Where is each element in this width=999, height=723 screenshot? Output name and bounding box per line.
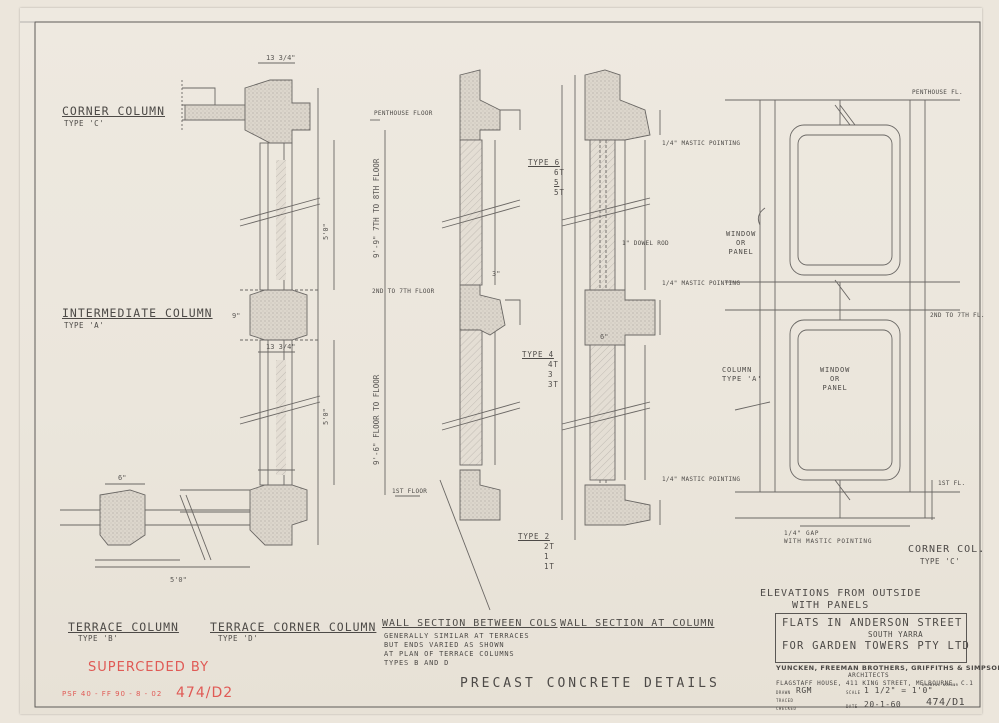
intermediate-column-type: TYPE 'A' [64,321,105,330]
window-or-panel-lower: WINDOW OR PANEL [820,366,851,392]
terrace-column-title: TERRACE COLUMN [68,620,179,634]
penthouse-floor-label: PENTHOUSE FLOOR [374,110,433,117]
architects-name: YUNCKEN, FREEMAN BROTHERS, GRIFFITHS & S… [776,664,999,672]
wall-section-between-title: WALL SECTION BETWEEN COLS [382,618,558,629]
floor-height-upper: 9'-9" 7TH TO 8TH FLOOR [372,158,381,258]
sheet-border [34,21,981,708]
corner-col-type-note: TYPE 'C' [920,557,961,566]
title-line-1: FLATS IN ANDERSON STREET [782,617,963,629]
drawing-number: 474/D1 [926,697,966,708]
checked-label: CHECKED [776,706,797,711]
drawing-number-label: DRAWING NUMBER [922,683,959,687]
second-to-7th-floor-label: 2ND TO 7TH FLOOR [372,288,435,295]
types-middle: TYPE 4 4T 3 3T [522,350,559,389]
drawn-value: RGM [796,686,812,695]
sheet-title: PRECAST CONCRETE DETAILS [460,676,720,691]
first-floor-label: 1ST FLOOR [392,488,428,495]
scale-label: SCALE [846,690,861,695]
gap-mastic-note: 1/4" GAP WITH MASTIC POINTING [784,530,873,545]
penthouse-fl-label: PENTHOUSE FL. [912,89,963,96]
wall-section-at-column-title: WALL SECTION AT COLUMN [560,618,715,629]
handwritten-reference: PSF 40 - FF 90 - 8 - 02 [62,690,163,698]
corner-column-title: CORNER COLUMN [62,104,166,118]
first-fl-label: 1ST FL. [938,480,966,487]
traced-label: TRACED [776,698,794,703]
tracing-paper [20,8,982,714]
scale-value: 1 1/2" = 1'0" [864,686,934,695]
window-or-panel-upper: WINDOW OR PANEL [726,230,757,256]
intermediate-column-title: INTERMEDIATE COLUMN [62,306,213,320]
architects-address: FLAGSTAFF HOUSE, 411 KING STREET, MELBOU… [776,680,974,687]
title-block-frame [775,613,967,663]
terrace-corner-column-title: TERRACE CORNER COLUMN [210,620,377,634]
superceded-stamp: SUPERCEDED BY [88,660,210,675]
dim-5-0-upper: 5'0" [322,223,330,240]
mastic-pointing-note-3: 1/4" MASTIC POINTING [662,476,741,483]
title-line-3: FOR GARDEN TOWERS PTY LTD [782,640,971,652]
drawn-label: DRAWN [776,690,791,695]
column-type-a-note: COLUMN TYPE 'A' [722,366,763,383]
wall-section-at-column [561,69,661,540]
elevation-from-outside [725,99,960,527]
terrace-corner-column-type: TYPE 'D' [218,634,259,643]
date-value: 20-1-60 [864,700,902,709]
wall-section-notes: GENERALLY SIMILAR AT TERRACES BUT ENDS V… [384,632,530,667]
elevations-subtitle: WITH PANELS [792,600,870,611]
date-label: DATE [846,704,858,709]
dim-6-terrace: 6" [118,474,127,482]
dim-6-column: 6" [600,333,609,341]
dim-13-34-mid: 13 3/4" [266,343,296,351]
dim-5-0-terrace: 5'0" [170,576,187,584]
wall-section-between-columns [370,69,521,611]
floor-height-lower: 9'-6" FLOOR TO FLOOR [372,374,381,465]
elevations-title: ELEVATIONS FROM OUTSIDE [760,588,922,599]
dim-3-wall: 3" [492,270,501,278]
corner-col-note: CORNER COL. [908,544,986,555]
architects-subtitle: ARCHITECTS [848,672,890,679]
title-line-2: SOUTH YARRA [868,630,924,639]
column-plan-elevation [60,62,335,568]
mastic-pointing-note-1: 1/4" MASTIC POINTING [662,140,741,147]
dowel-rod-note: 1" DOWEL ROD [622,240,669,247]
dim-13-34-top: 13 3/4" [266,54,296,62]
dim-5-0-lower: 5'0" [322,408,330,425]
mastic-pointing-note-2: 1/4" MASTIC POINTING [662,280,741,287]
terrace-column-type: TYPE 'B' [78,634,119,643]
superceded-drawing-number: 474/D2 [176,685,234,701]
dim-9-intermediate: 9" [232,312,241,320]
types-lower: TYPE 2 2T 1 1T [518,532,555,571]
corner-column-type: TYPE 'C' [64,119,105,128]
second-to-7th-fl-label: 2ND TO 7TH FL. [930,312,985,319]
types-upper: TYPE 6 6T 5 5T [528,158,565,197]
